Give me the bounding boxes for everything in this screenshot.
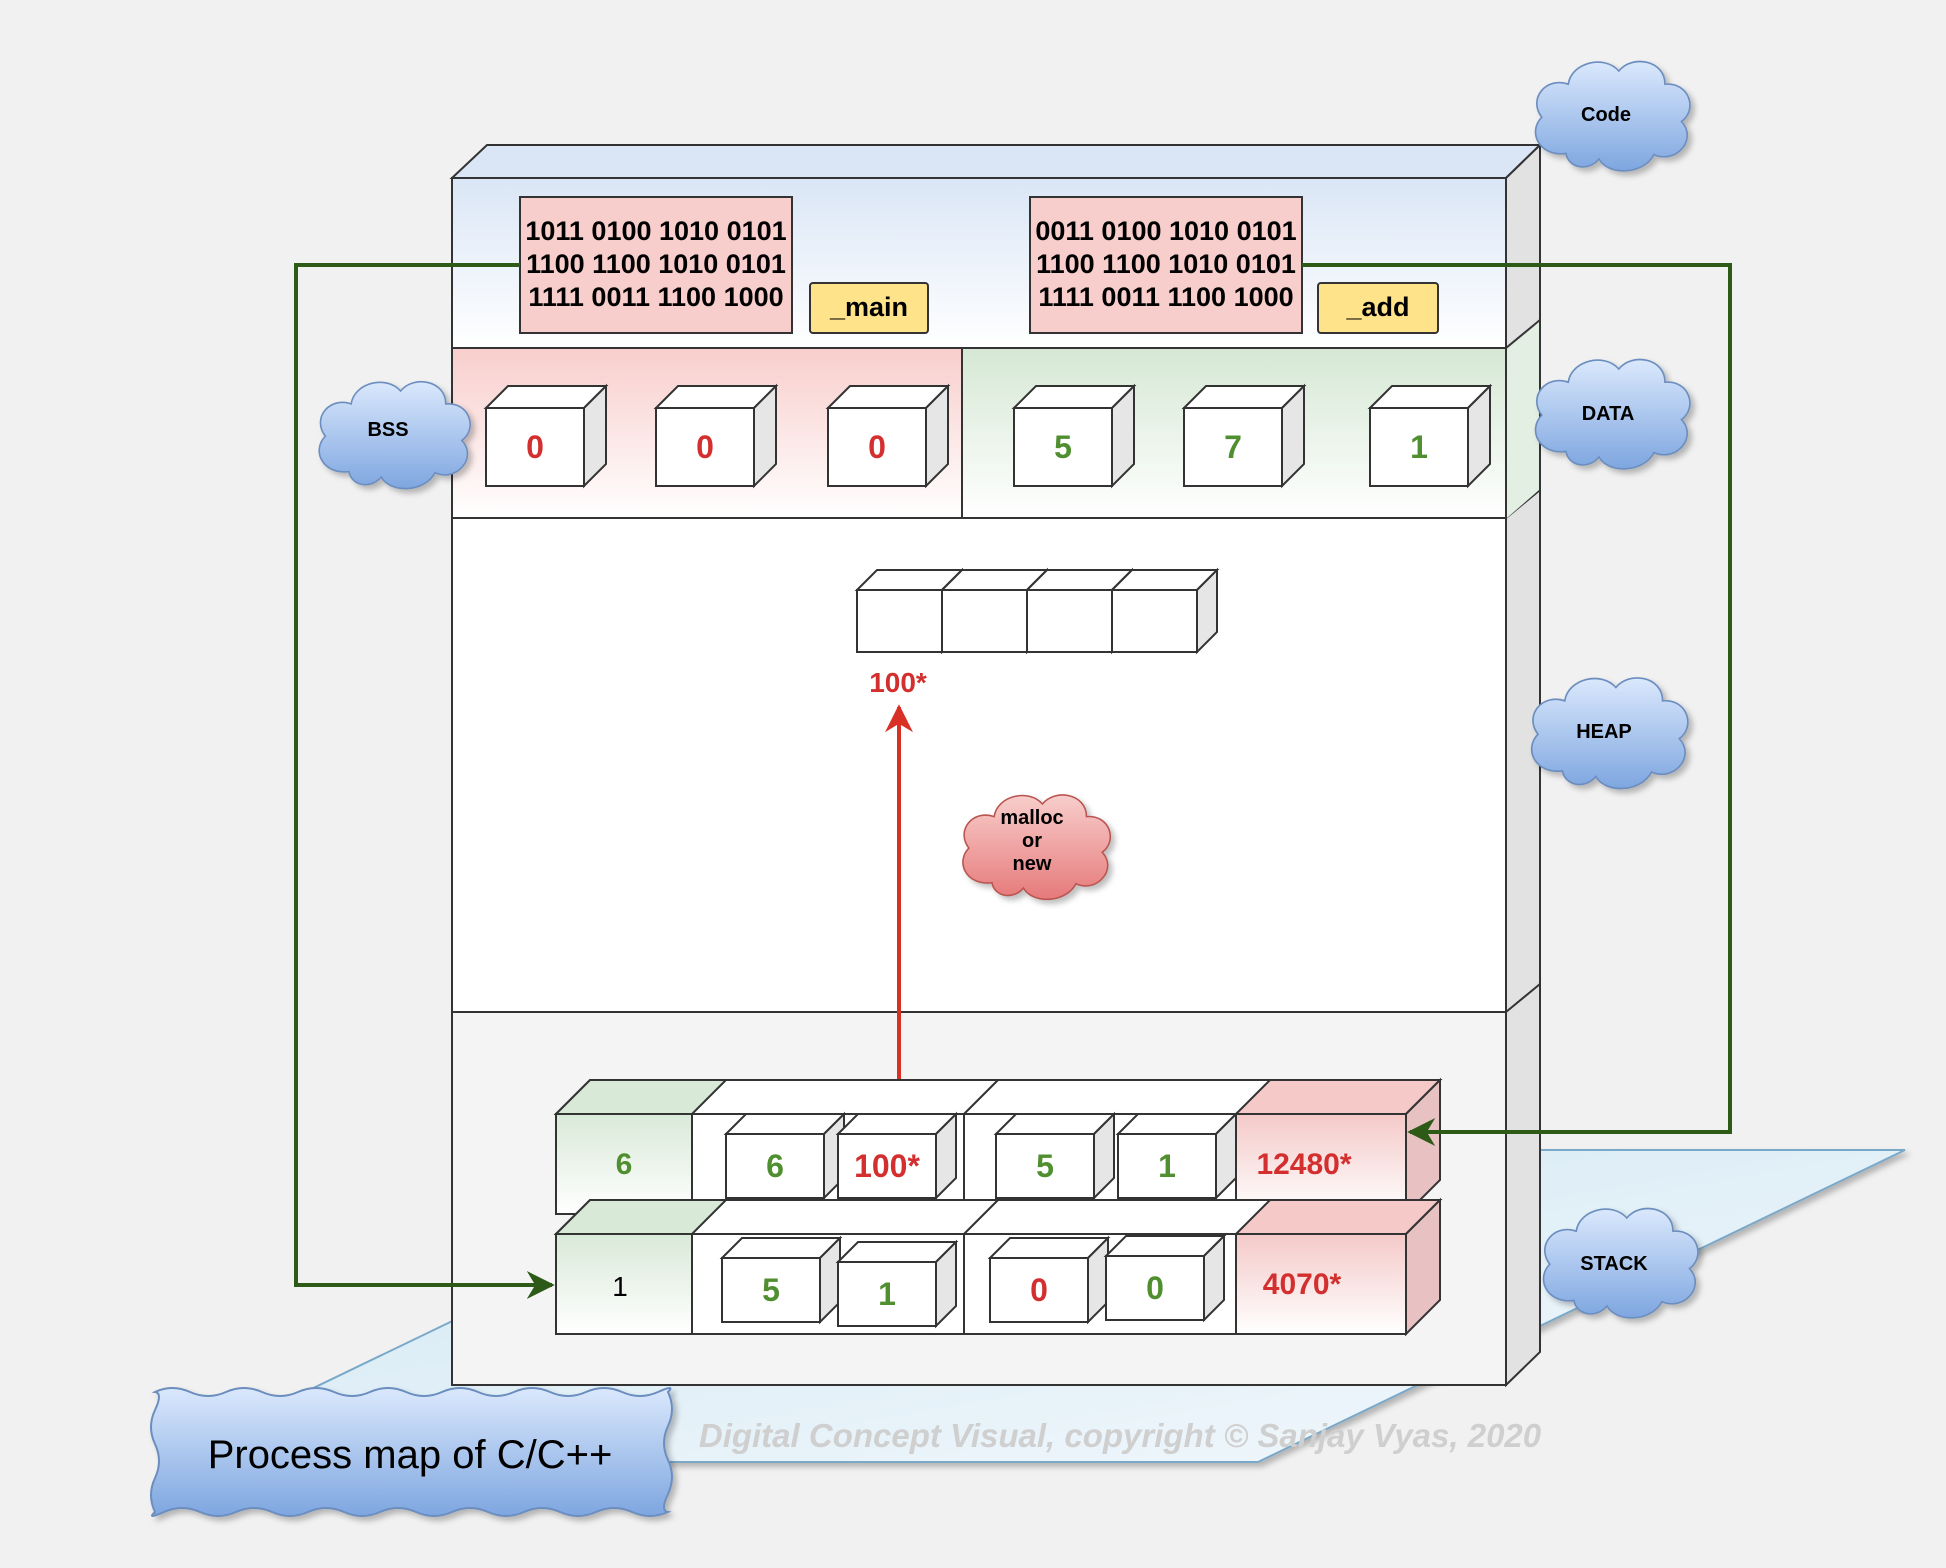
copyright-watermark: Digital Concept Visual, copyright © Sanj… bbox=[699, 1417, 1542, 1454]
bss-cloud-label: BSS bbox=[367, 419, 408, 441]
stack-cell: 0 bbox=[987, 1235, 1111, 1325]
add-binary-line-1: 0011 0100 1010 0101 bbox=[1035, 216, 1296, 246]
stack-cell: 0 bbox=[1103, 1233, 1227, 1323]
main-label-text: _main bbox=[829, 292, 908, 322]
stack-return-value: 12480* bbox=[1256, 1148, 1351, 1181]
main-binary-line-1: 1011 0100 1010 0101 bbox=[525, 216, 786, 246]
bss-cells: 0 0 0 bbox=[483, 383, 951, 489]
stack-frame-first-value: 1 bbox=[612, 1271, 628, 1302]
malloc-cloud-line-3: new bbox=[1013, 853, 1052, 875]
bss-cell: 0 bbox=[825, 383, 951, 489]
data-cell: 7 bbox=[1181, 383, 1307, 489]
data-cloud: DATA bbox=[1534, 358, 1691, 470]
heap-cloud-label: HEAP bbox=[1576, 721, 1632, 743]
data-cell: 1 bbox=[1367, 383, 1493, 489]
stack-cell: 1 bbox=[1115, 1111, 1239, 1201]
stack-frame-first-cell bbox=[555, 1113, 693, 1215]
code-cloud: Code bbox=[1534, 60, 1691, 172]
bss-cloud: BSS bbox=[318, 380, 471, 490]
main-binary-line-2: 1100 1100 1010 0101 bbox=[526, 249, 786, 279]
page-title: Process map of C/C++ bbox=[208, 1433, 613, 1477]
add-binary-line-2: 1100 1100 1010 0101 bbox=[1036, 249, 1296, 279]
bss-cell: 0 bbox=[653, 383, 779, 489]
stack-frame-first-value: 6 bbox=[616, 1148, 633, 1181]
stack-cell-value: 5 bbox=[1036, 1148, 1054, 1184]
stack-cell: 5 bbox=[993, 1111, 1117, 1201]
data-cell-value: 7 bbox=[1224, 429, 1242, 465]
malloc-cloud: malloc or new bbox=[962, 794, 1112, 901]
bss-cell-value: 0 bbox=[868, 429, 886, 465]
stack-cell: 5 bbox=[719, 1235, 843, 1325]
stack-frame-main: 1 5 1 0 0 4070* bbox=[553, 1197, 1443, 1337]
stack-cell-value: 5 bbox=[762, 1272, 780, 1308]
stack-return-address-cell bbox=[1235, 1233, 1407, 1335]
stack-frame-add: 6 6 100* 5 1 12480* bbox=[553, 1077, 1443, 1217]
cabinet-top-face bbox=[449, 144, 1543, 179]
add-label: _add bbox=[1317, 282, 1439, 334]
malloc-cloud-line-1: malloc bbox=[1000, 807, 1063, 829]
stack-cell-value: 0 bbox=[1146, 1270, 1164, 1306]
stack-cell-value: 6 bbox=[766, 1148, 784, 1184]
heap-block bbox=[854, 567, 1220, 655]
add-binary-line-3: 1111 0011 1100 1000 bbox=[1038, 282, 1293, 312]
title-tag: Process map of C/C++ bbox=[150, 1387, 673, 1517]
main-binary-line-3: 1111 0011 1100 1000 bbox=[528, 282, 783, 312]
malloc-cloud-line-2: or bbox=[1022, 830, 1042, 852]
add-function-binary: 0011 0100 1010 0101 1100 1100 1010 0101 … bbox=[1029, 196, 1303, 334]
stack-cell-value: 100* bbox=[854, 1148, 920, 1184]
stack-cloud-label: STACK bbox=[1580, 1253, 1648, 1275]
data-cell-value: 1 bbox=[1410, 429, 1428, 465]
stack-cell: 100* bbox=[835, 1111, 959, 1201]
stack-cloud: STACK bbox=[1542, 1207, 1699, 1319]
heap-cell bbox=[1109, 567, 1220, 655]
heap-pointer-label: 100* bbox=[869, 667, 927, 698]
bss-cell-value: 0 bbox=[526, 429, 544, 465]
data-cloud-label: DATA bbox=[1582, 403, 1635, 425]
stack-cell: 6 bbox=[723, 1111, 847, 1201]
add-to-stack-line bbox=[1302, 263, 1732, 1146]
bss-cell: 0 bbox=[483, 383, 609, 489]
stack-cell-value: 0 bbox=[1030, 1272, 1048, 1308]
bss-cell-value: 0 bbox=[696, 429, 714, 465]
add-label-text: _add bbox=[1345, 292, 1409, 322]
heap-cloud: HEAP bbox=[1530, 676, 1689, 790]
stack-return-address-cell bbox=[1235, 1113, 1407, 1215]
stack-frames: 6 6 100* 5 1 12480* 1 5 1 0 0 4070* bbox=[553, 1077, 1443, 1337]
main-to-stack-line bbox=[294, 263, 555, 1299]
title-tag-shape bbox=[150, 1387, 673, 1517]
stack-cell: 1 bbox=[835, 1239, 959, 1329]
code-cloud-label: Code bbox=[1581, 104, 1631, 126]
stack-return-value: 4070* bbox=[1263, 1268, 1342, 1301]
data-cell-value: 5 bbox=[1054, 429, 1072, 465]
stack-cell-value: 1 bbox=[1158, 1148, 1176, 1184]
data-cell: 5 bbox=[1011, 383, 1137, 489]
stack-cell-value: 1 bbox=[878, 1276, 896, 1312]
main-function-binary: 1011 0100 1010 0101 1100 1100 1010 0101 … bbox=[519, 196, 793, 334]
data-cells: 5 7 1 bbox=[1011, 383, 1493, 489]
main-label: _main bbox=[809, 282, 929, 334]
